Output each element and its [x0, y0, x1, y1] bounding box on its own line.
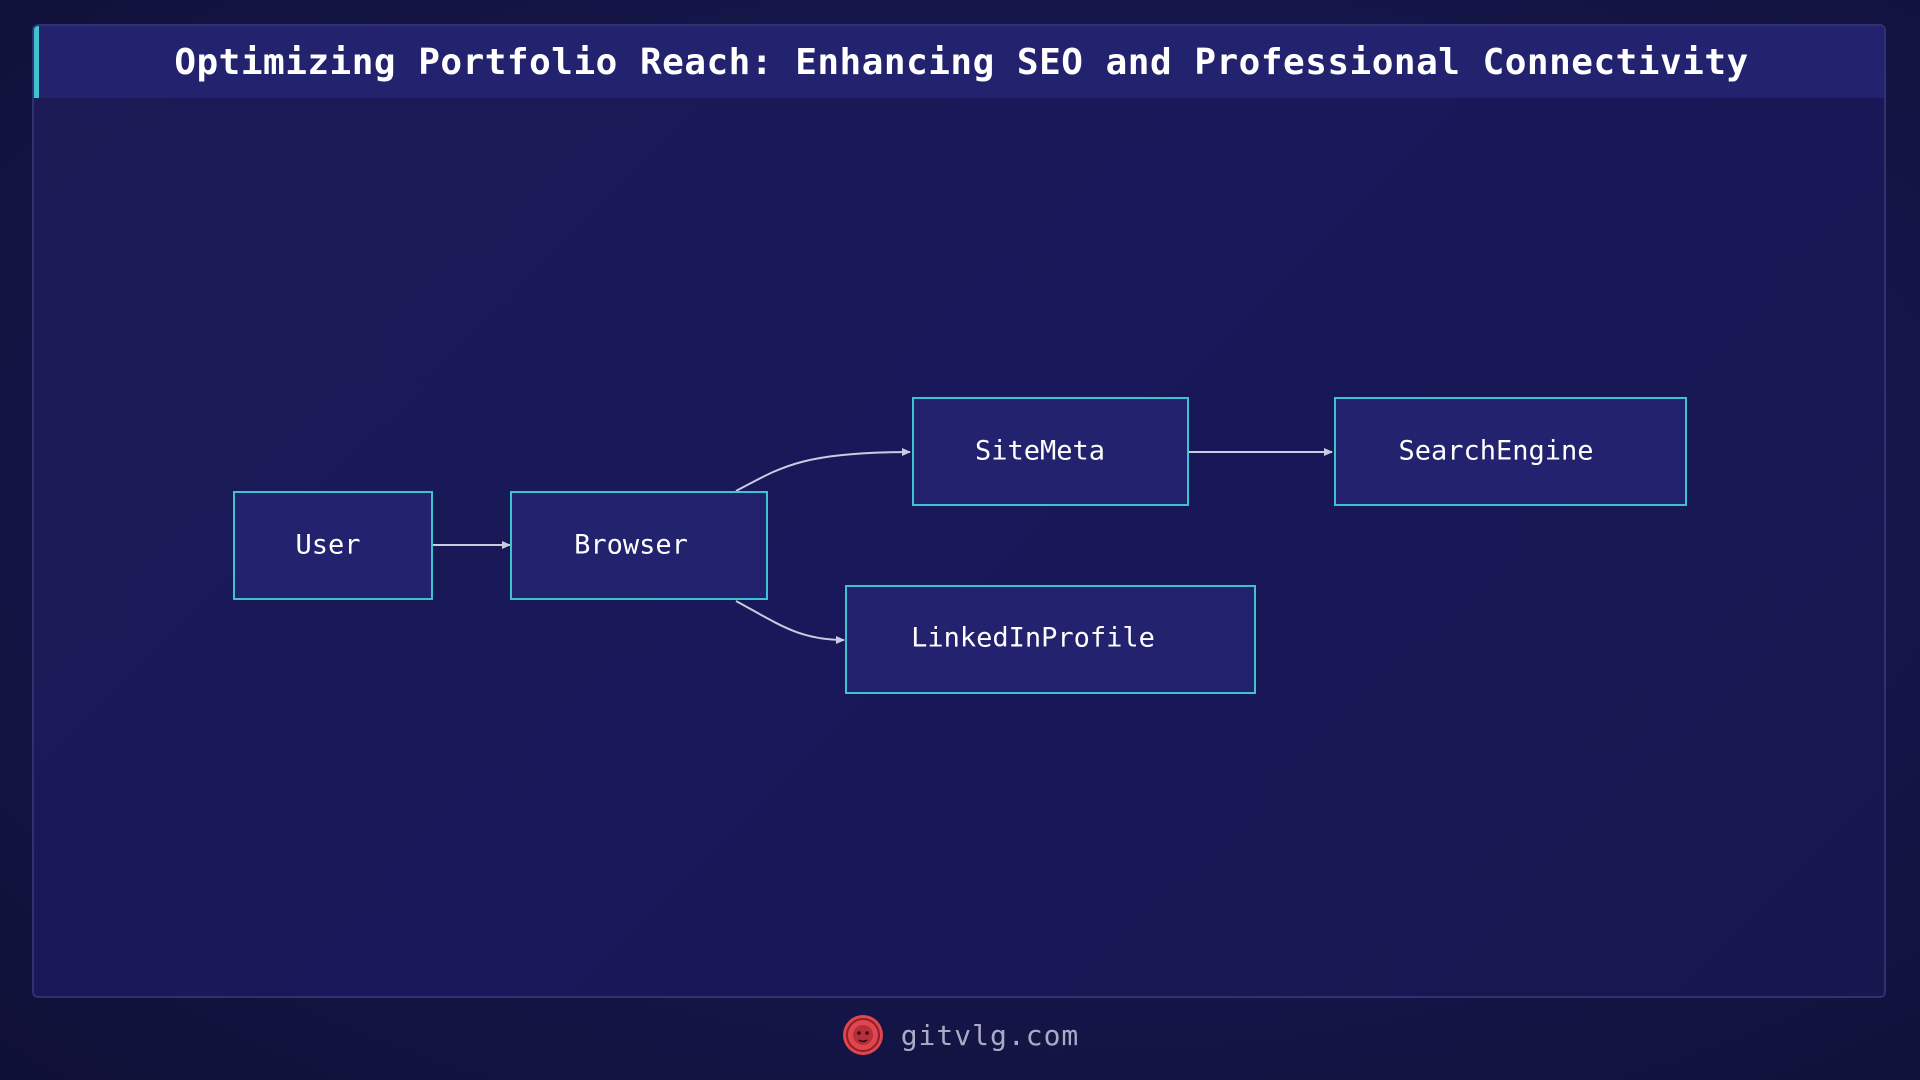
page-title: Optimizing Portfolio Reach: Enhancing SE… [174, 41, 1749, 83]
title-bar: Optimizing Portfolio Reach: Enhancing SE… [34, 26, 1884, 98]
footer: gitvlg.com [0, 1010, 1920, 1060]
footer-site-text[interactable]: gitvlg.com [900, 1018, 1080, 1052]
node-linkedinprofile-label: LinkedInProfile [911, 623, 1155, 654]
node-linkedinprofile: LinkedInProfile [845, 585, 1256, 694]
node-browser: Browser [510, 491, 768, 600]
node-sitemeta: SiteMeta [912, 397, 1189, 506]
node-user-label: User [295, 530, 360, 561]
edge-browser-sitemeta [735, 448, 911, 492]
edge-browser-linkedinprofile [735, 600, 845, 644]
node-browser-label: Browser [574, 530, 688, 561]
node-sitemeta-label: SiteMeta [975, 436, 1105, 467]
lion-logo-icon [842, 1015, 883, 1055]
node-user: User [233, 491, 433, 600]
node-searchengine: SearchEngine [1334, 397, 1687, 506]
node-searchengine-label: SearchEngine [1398, 436, 1593, 467]
